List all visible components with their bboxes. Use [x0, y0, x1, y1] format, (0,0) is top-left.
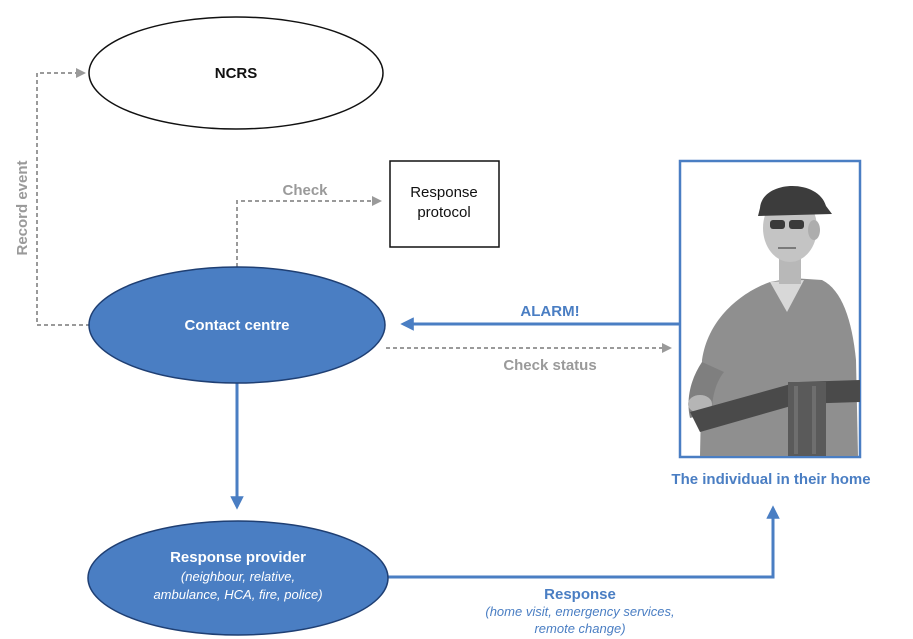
check-label: Check	[282, 182, 328, 199]
provider-detail-line1: (neighbour, relative,	[181, 569, 295, 584]
check-status-label: Check status	[503, 357, 596, 374]
protocol-label-line2: protocol	[417, 204, 470, 221]
provider-title: Response provider	[170, 549, 306, 566]
check-arrow	[236, 196, 382, 267]
individual-node: The individual in their home	[671, 159, 871, 488]
response-arrow	[388, 505, 780, 579]
response-detail-line1: (home visit, emergency services,	[485, 604, 674, 619]
response-label: Response	[544, 586, 616, 603]
response-protocol-node: Response protocol	[389, 160, 500, 248]
elderly-man-photo-icon	[688, 185, 860, 456]
ncrs-node: NCRS	[88, 16, 384, 130]
record-event-label: Record event	[14, 160, 31, 255]
response-detail-line2: remote change)	[534, 621, 625, 636]
contact-centre-node: Contact centre	[88, 266, 386, 384]
protocol-label-line1: Response	[410, 184, 478, 201]
alarm-label: ALARM!	[520, 303, 579, 320]
record-event-arrow	[36, 68, 90, 326]
individual-caption: The individual in their home	[671, 471, 870, 488]
response-provider-node: Response provider (neighbour, relative, …	[87, 520, 389, 636]
provider-detail-line2: ambulance, HCA, fire, police)	[153, 587, 322, 602]
contact-centre-label: Contact centre	[184, 317, 289, 334]
ncrs-label: NCRS	[215, 65, 258, 82]
